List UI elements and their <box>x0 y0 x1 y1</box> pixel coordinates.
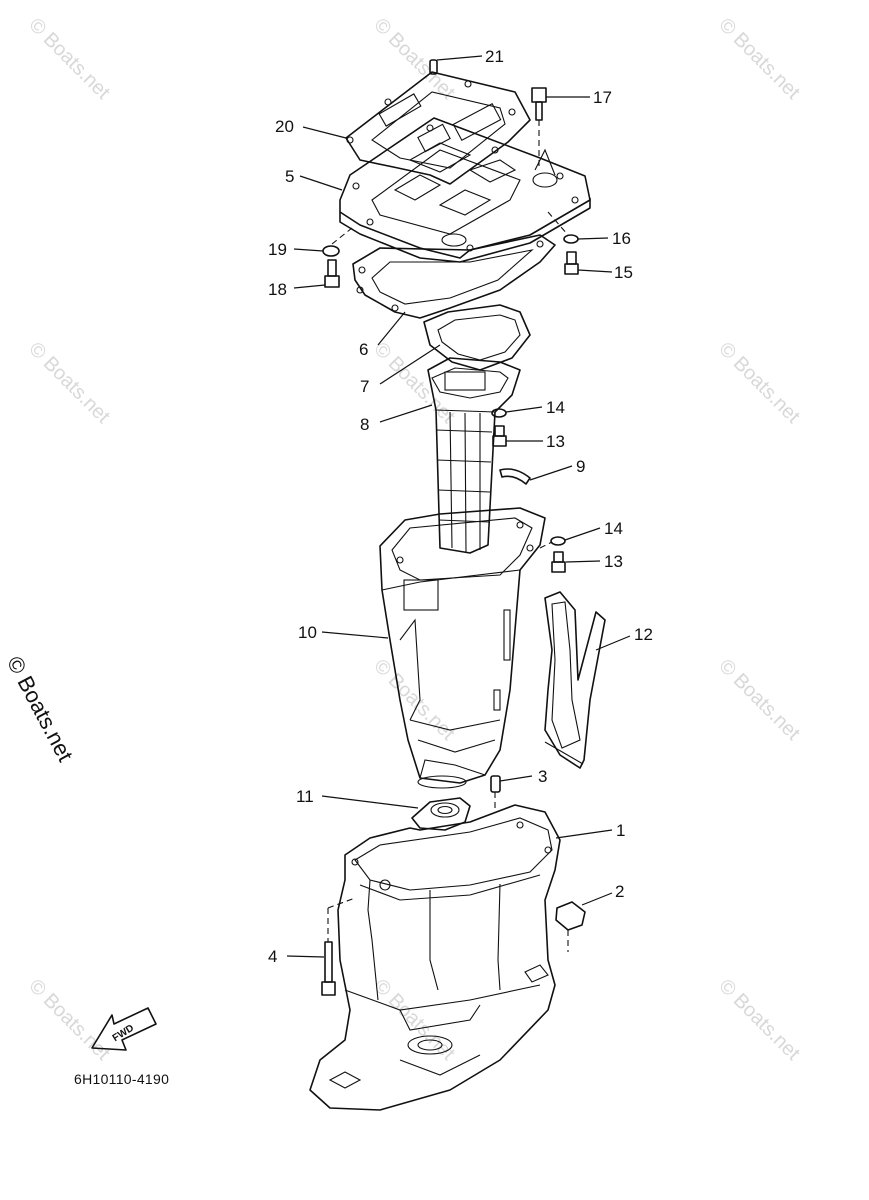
forward-arrow-icon <box>91 1007 157 1051</box>
washer-19 <box>322 227 353 257</box>
callout-21: 21 <box>485 47 504 66</box>
upper-plate-5 <box>339 117 591 263</box>
seal-12 <box>544 591 606 769</box>
washer-14-lower <box>539 536 566 549</box>
callout-7: 7 <box>360 377 370 396</box>
callout-15: 15 <box>614 263 633 282</box>
gasket-7 <box>423 304 531 371</box>
callout-16: 16 <box>612 229 631 248</box>
dowel-pin-3 <box>490 775 501 808</box>
callout-20: 20 <box>275 117 294 136</box>
bolt-13-lower <box>551 551 566 573</box>
callout-3: 3 <box>538 767 548 786</box>
washer-14-upper <box>491 408 507 418</box>
callout-14-lower: 14 <box>604 519 623 538</box>
callout-10: 10 <box>298 623 317 642</box>
anode-2 <box>555 901 586 952</box>
clip-9 <box>499 468 531 485</box>
callout-17: 17 <box>593 88 612 107</box>
callout-13-upper: 13 <box>546 432 565 451</box>
figure-code: 6H10110-4190 <box>74 1071 170 1087</box>
callout-19: 19 <box>268 240 287 259</box>
bolt-17 <box>531 87 547 170</box>
callout-6: 6 <box>359 340 369 359</box>
gasket-6 <box>352 234 556 319</box>
plate-11 <box>411 797 471 831</box>
upper-casing-10 <box>379 507 546 789</box>
callout-14-upper: 14 <box>546 398 565 417</box>
callout-18: 18 <box>268 280 287 299</box>
exhaust-guide-8 <box>427 357 521 554</box>
callout-13-lower: 13 <box>604 552 623 571</box>
callout-8: 8 <box>360 415 370 434</box>
callout-12: 12 <box>634 625 653 644</box>
callout-2: 2 <box>615 882 625 901</box>
leader-lines <box>286 55 631 958</box>
lower-casing-1 <box>309 804 561 1111</box>
bolt-4 <box>321 897 356 996</box>
callout-11: 11 <box>296 787 314 806</box>
callout-1: 1 <box>616 821 626 840</box>
dowel-pin-21 <box>429 59 438 75</box>
gasket-20 <box>345 71 531 185</box>
callout-4: 4 <box>268 947 278 966</box>
bolt-18 <box>324 259 340 288</box>
callout-5: 5 <box>285 167 295 186</box>
callout-9: 9 <box>576 457 586 476</box>
bolt-15 <box>564 251 579 275</box>
bolt-13-upper <box>492 425 507 447</box>
